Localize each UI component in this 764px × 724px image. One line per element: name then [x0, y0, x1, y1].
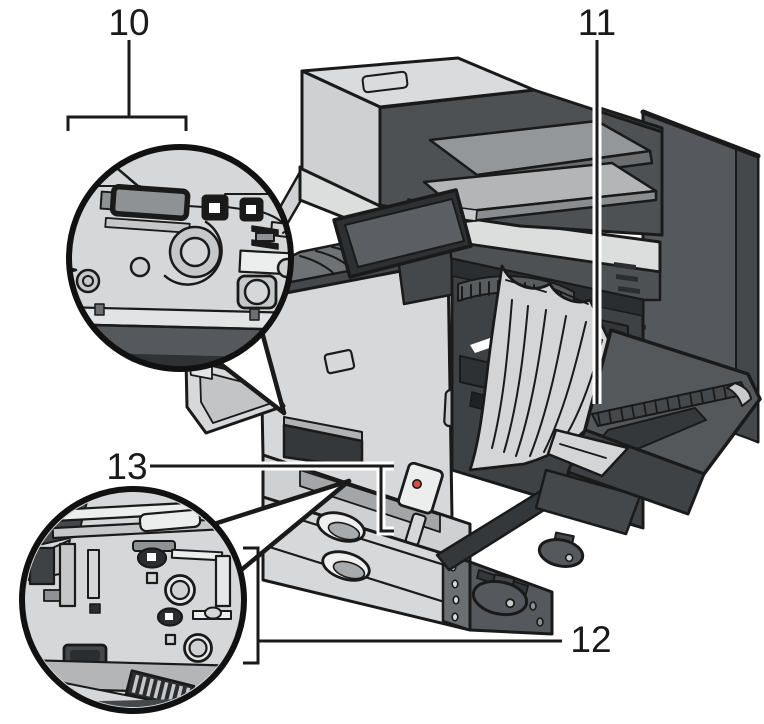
adf-handle [361, 70, 409, 94]
callout-13-connector [150, 461, 394, 536]
callout-label-10: 10 [108, 2, 149, 43]
open-right-cover [435, 328, 762, 572]
magnifier-bottom-circle [19, 486, 247, 714]
callout-label-11: 11 [578, 2, 616, 43]
control-panel [332, 188, 473, 306]
magnifier-top-circle [66, 144, 294, 372]
callout-12-connector [243, 546, 562, 665]
callout-10-connector [66, 40, 188, 131]
transfer-latch-plate [397, 461, 444, 515]
jammed-paper [468, 264, 613, 472]
latch-indicator-dot [411, 478, 422, 489]
cover-ribs [597, 385, 727, 426]
casters [471, 531, 585, 617]
release-lever-detail [99, 184, 191, 234]
tray-handle-2 [321, 550, 371, 582]
front-cover-handle [323, 348, 356, 375]
callout-label-12: 12 [570, 619, 611, 660]
printer-illustration [184, 56, 762, 636]
paper-crease-lines [491, 299, 603, 457]
tray-handle-1 [316, 511, 366, 543]
callout-label-13: 13 [106, 446, 147, 487]
